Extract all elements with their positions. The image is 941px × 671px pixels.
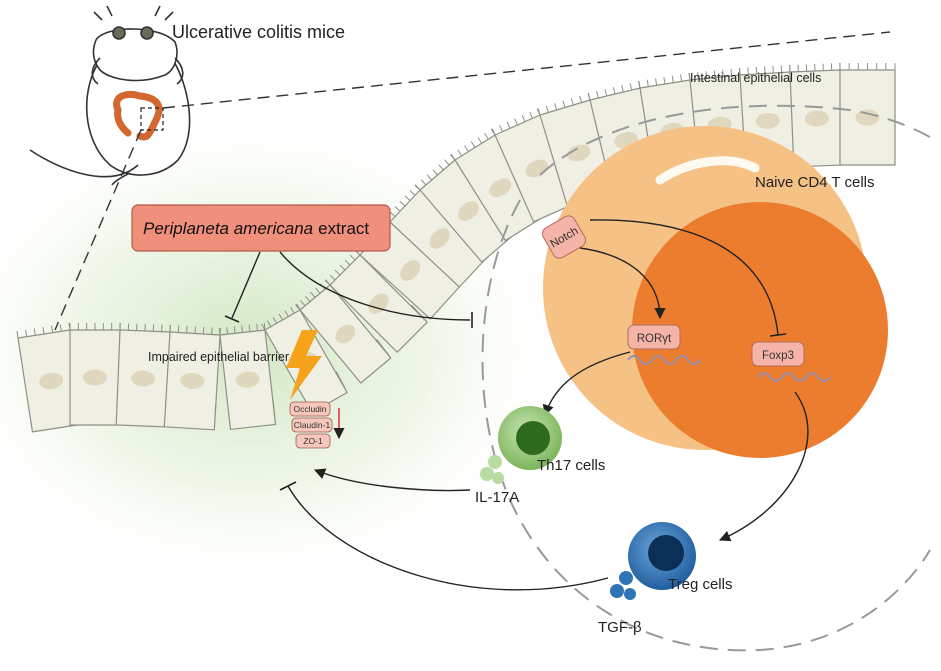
cell-nucleus <box>335 324 356 344</box>
extract-species: Periplaneta americana <box>143 219 313 238</box>
extract-inhibit-notch <box>279 251 471 321</box>
microvilli <box>261 303 301 331</box>
treg-cell <box>610 522 696 600</box>
extract-label: Periplaneta americana extract <box>143 219 369 238</box>
tight-junction-group: Occludin Claudin-1 ZO-1 <box>289 401 345 449</box>
microvilli <box>69 323 121 330</box>
lamina-boundary-top <box>539 104 936 176</box>
extract-box <box>131 204 391 252</box>
mouse-illustration <box>29 5 191 186</box>
extract-inhibit-barrier <box>231 251 261 319</box>
notch-box: Notch <box>541 215 587 259</box>
notch-to-foxp3-inhibit <box>589 219 779 336</box>
microvilli <box>218 322 266 336</box>
microvilli <box>169 324 221 336</box>
tgfb-inhibit-barrier <box>287 485 609 591</box>
occludin-label: Occludin <box>293 404 326 414</box>
mice-label: Ulcerative colitis mice <box>172 22 345 42</box>
microvilli <box>324 249 361 286</box>
microvilli <box>688 67 741 81</box>
microvilli <box>587 81 641 101</box>
notch-to-roryt-arrow <box>579 247 666 320</box>
dna-helix <box>627 355 701 365</box>
cell-nucleus <box>180 372 205 389</box>
tgfb-label: TGF-β <box>598 619 642 636</box>
impaired-barrier-label: Impaired epithelial barrier <box>148 350 289 364</box>
cell-nucleus <box>368 293 389 314</box>
microvilli <box>839 63 896 70</box>
cell-nucleus <box>235 371 260 388</box>
cell-nucleus <box>83 369 107 386</box>
roryt-to-th17-arrow <box>542 351 631 417</box>
cell-nucleus <box>855 109 880 126</box>
th17-label: Th17 cells <box>537 457 605 474</box>
epithelial-cells-label: Intestinal epithelial cells <box>690 71 821 85</box>
il17a-to-barrier-arrow <box>313 468 471 492</box>
il17a-label: IL-17A <box>475 489 519 506</box>
roryt-box <box>627 324 681 350</box>
microvilli <box>295 279 331 311</box>
microvilli <box>789 62 841 73</box>
cell-nucleus <box>400 260 421 281</box>
microvilli <box>537 93 591 116</box>
dna-helix <box>757 372 831 382</box>
claudin-label: Claudin-1 <box>294 420 331 430</box>
microvilli <box>638 73 691 89</box>
cell-nucleus <box>457 201 479 221</box>
lightning-icon <box>286 330 322 400</box>
cell-nucleus <box>429 228 450 249</box>
cell-nucleus <box>755 112 780 129</box>
cell-nucleus <box>804 110 829 127</box>
treg-label: Treg cells <box>668 576 732 593</box>
lamina-boundary <box>481 199 931 652</box>
zoom-line-bottom <box>54 129 142 331</box>
microvilli <box>119 322 171 333</box>
naive-cells-label: Naive CD4 T cells <box>755 174 875 191</box>
microvilli <box>491 108 541 136</box>
roryt-label: RORγt <box>637 333 672 345</box>
cell-nucleus <box>131 370 156 387</box>
colon-icon <box>113 91 163 141</box>
cell-nucleus <box>566 144 591 162</box>
zo1-label: ZO-1 <box>303 436 323 446</box>
zoom-line-top <box>162 31 891 109</box>
microvilli <box>450 128 496 161</box>
th17-cell <box>480 406 562 484</box>
cell-nucleus <box>489 178 512 198</box>
cell-highlight <box>655 156 760 185</box>
microvilli <box>415 154 456 191</box>
cell-nucleus <box>39 372 64 390</box>
foxp3-to-treg-arrow <box>718 391 809 542</box>
foxp3-label: Foxp3 <box>762 350 794 362</box>
microvilli <box>739 64 791 76</box>
zoom-box <box>140 107 164 131</box>
microvilli <box>16 323 71 339</box>
foxp3-box <box>751 341 805 367</box>
extract-word: extract <box>318 219 369 238</box>
naive-cd4-nucleus <box>632 202 888 458</box>
